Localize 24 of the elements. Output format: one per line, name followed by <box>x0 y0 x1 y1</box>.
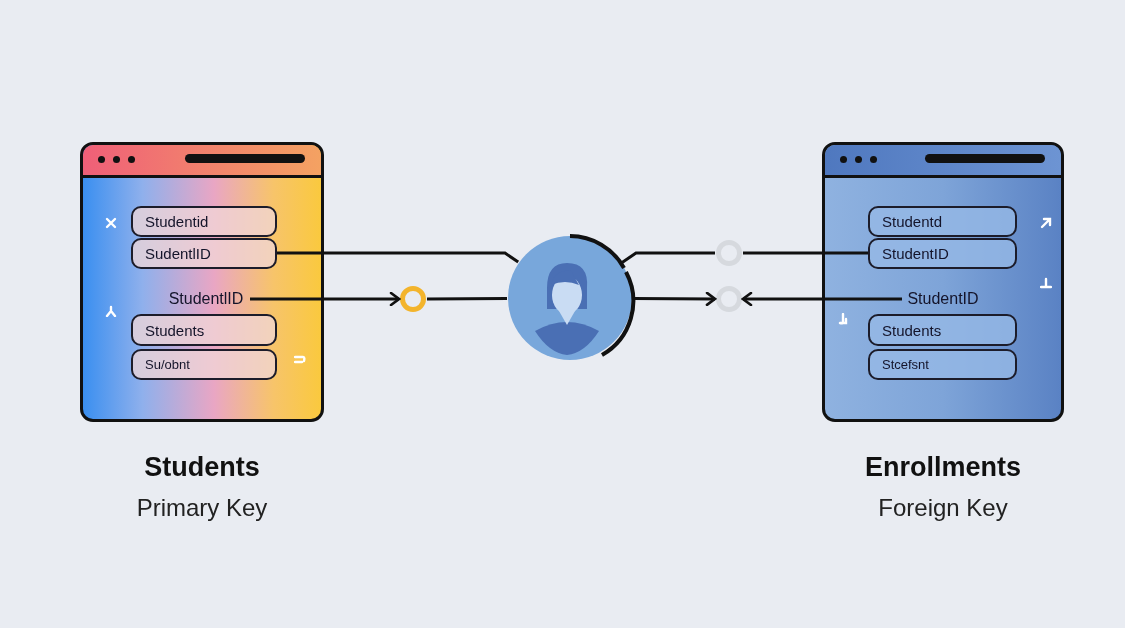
connector-line <box>743 251 868 255</box>
key-type-label: Foreign Key <box>877 494 1009 522</box>
field-row: Studentd <box>868 206 1017 237</box>
field-label: StudentID <box>902 286 984 312</box>
field-label: StudentlID <box>162 286 250 312</box>
connector-ring <box>400 286 426 312</box>
connector-line <box>250 291 401 307</box>
connector-line <box>277 251 520 264</box>
field-row: Su/obnt <box>131 349 277 380</box>
connector-line <box>427 296 507 301</box>
field-row: Studentid <box>131 206 277 237</box>
connector-line <box>621 251 715 264</box>
table-title: Students <box>143 452 261 483</box>
field-row: Students <box>131 314 277 346</box>
field-row: Stcefsnt <box>868 349 1017 380</box>
field-row: StudentID <box>868 238 1017 269</box>
connector-line <box>741 291 902 307</box>
connector-circle <box>716 286 742 312</box>
key-type-label: Primary Key <box>135 494 269 522</box>
table-title: Enrollments <box>864 452 1022 483</box>
connector-line <box>633 291 717 307</box>
field-row: SudentlID <box>131 238 277 269</box>
connector-circle <box>716 240 742 266</box>
field-row: Students <box>868 314 1017 346</box>
